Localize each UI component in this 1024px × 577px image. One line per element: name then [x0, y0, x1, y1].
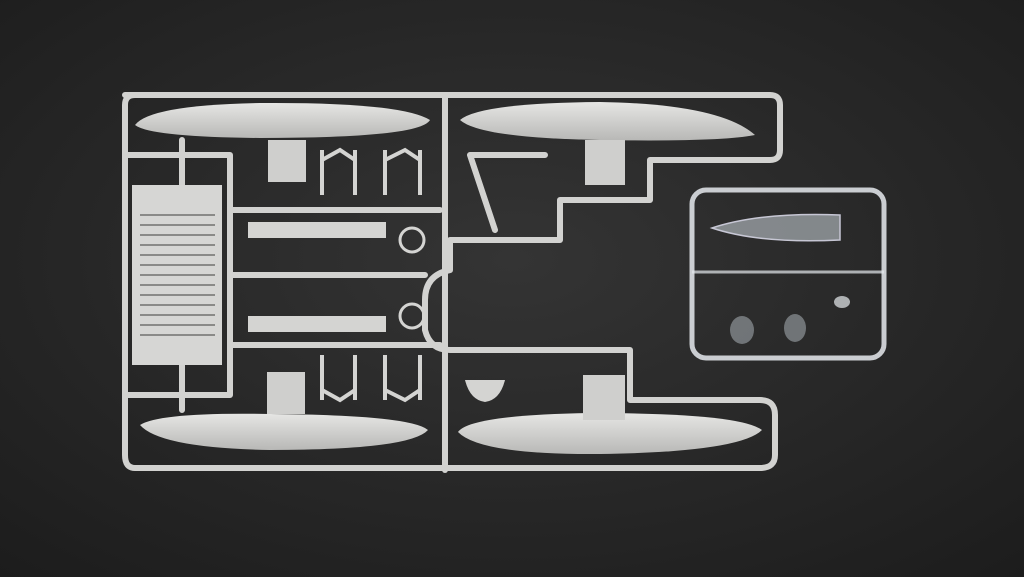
nacelle-pod	[135, 102, 430, 138]
nacelle-pod	[458, 413, 762, 455]
grey-sprue	[122, 92, 783, 473]
nacelle-pod	[140, 413, 428, 450]
gear-door	[583, 375, 625, 420]
clear-sprue	[689, 187, 887, 361]
grey-parts	[132, 102, 762, 455]
flat-bar-part	[248, 316, 386, 332]
flat-bar-part	[248, 222, 386, 238]
clear-part	[784, 314, 806, 342]
dome-part	[465, 380, 505, 402]
wheel-part	[398, 226, 426, 254]
wheel-part	[398, 302, 426, 330]
clear-part	[834, 296, 850, 308]
gear-door	[585, 140, 625, 185]
gear-door	[268, 140, 306, 182]
clear-part	[730, 316, 754, 344]
gear-door	[267, 372, 305, 414]
clear-canopy	[709, 213, 841, 242]
nacelle-pod	[460, 102, 755, 141]
